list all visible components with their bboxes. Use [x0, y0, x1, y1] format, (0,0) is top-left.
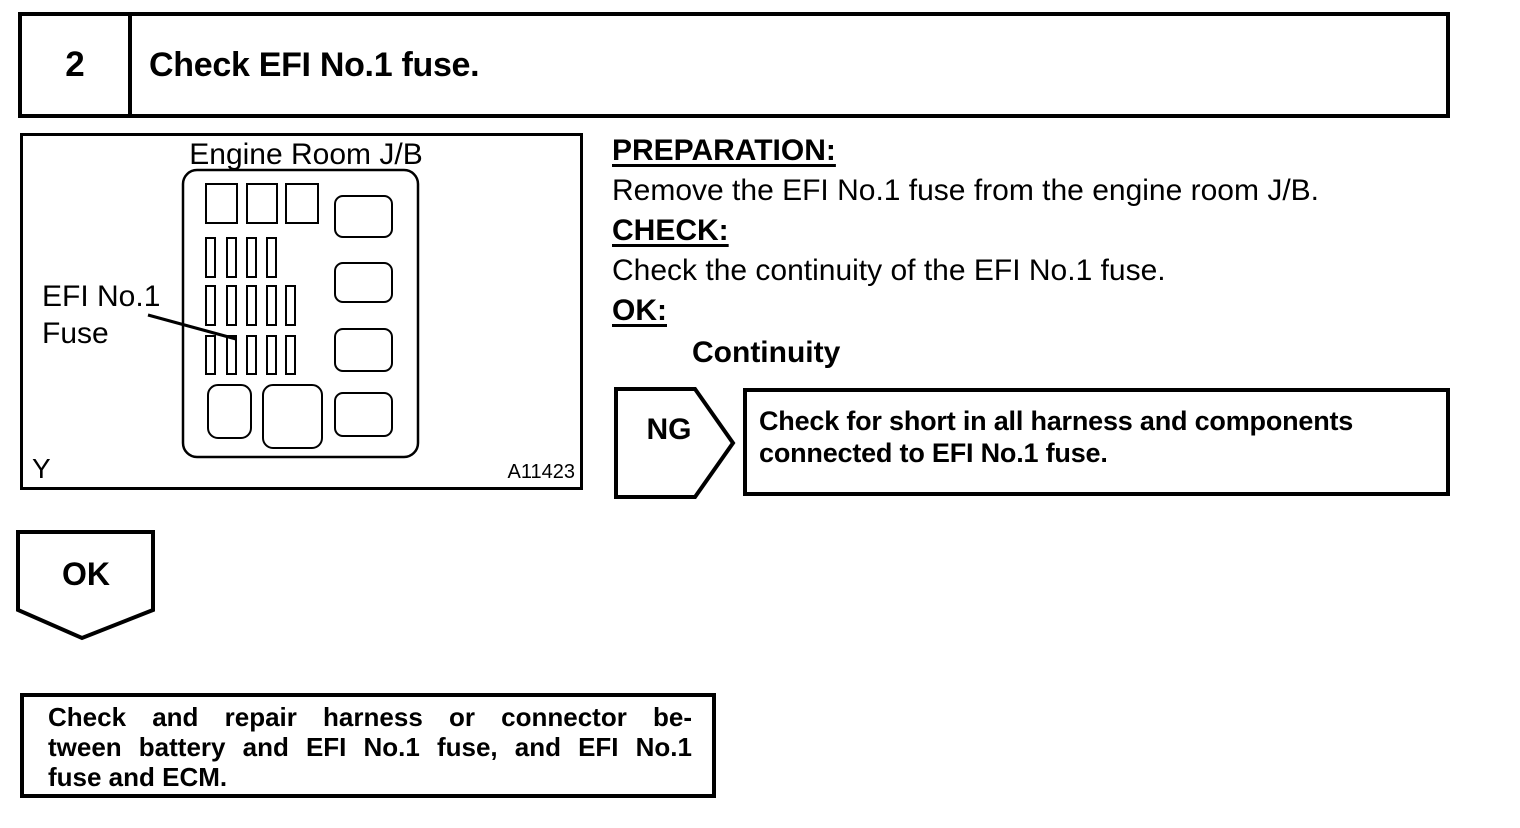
- fuse-slot-row-3: [205, 335, 296, 375]
- fuse-callout-label: EFI No.1 Fuse: [42, 278, 160, 352]
- ng-arrow-shape: [614, 387, 736, 499]
- result-line1: Check and repair harness or connector be…: [48, 702, 692, 732]
- instruction-block: PREPARATION: Remove the EFI No.1 fuse fr…: [612, 134, 1319, 376]
- ng-action-box: Check for short in all harness and compo…: [743, 388, 1450, 496]
- bottom-relay-blocks: [207, 384, 323, 449]
- step-header: 2 Check EFI No.1 fuse.: [18, 12, 1450, 118]
- step-number: 2: [22, 16, 132, 114]
- check-heading: CHECK:: [612, 214, 729, 247]
- callout-leader-line: [147, 313, 237, 341]
- ng-action-line2: connected to EFI No.1 fuse.: [759, 438, 1108, 468]
- fuse-slot-row-2: [205, 285, 296, 326]
- result-box: Check and repair harness or connector be…: [20, 693, 716, 798]
- ok-spec-value: Continuity: [692, 336, 841, 369]
- figure-title: Engine Room J/B: [189, 138, 423, 171]
- ng-label: NG: [647, 413, 692, 446]
- preparation-text: Remove the EFI No.1 fuse from the engine…: [612, 174, 1319, 207]
- junction-block-outline: [181, 168, 420, 459]
- relay-squares-row: [205, 183, 319, 224]
- result-line2: tween battery and EFI No.1 fuse, and EFI…: [48, 732, 692, 762]
- ok-heading: OK:: [612, 294, 667, 327]
- ng-arrow: NG: [614, 387, 736, 499]
- fuse-callout-line2: Fuse: [42, 317, 109, 350]
- figure-marker-y: Y: [32, 453, 51, 484]
- ok-arrow: OK: [16, 530, 155, 641]
- relay-blocks-column: [334, 195, 393, 437]
- figure-code: A11423: [507, 461, 575, 483]
- ok-arrow-shape: [16, 530, 155, 641]
- result-line3: fuse and ECM.: [48, 762, 228, 792]
- figure-panel: Engine Room J/B EFI No.1 Fuse Y A11423: [20, 133, 583, 490]
- step-title: Check EFI No.1 fuse.: [149, 45, 480, 84]
- fuse-slot-row-1: [205, 237, 277, 278]
- ok-label: OK: [62, 556, 110, 592]
- ng-action-line1: Check for short in all harness and compo…: [759, 406, 1354, 436]
- fuse-callout-line1: EFI No.1: [42, 280, 161, 313]
- preparation-heading: PREPARATION:: [612, 134, 836, 167]
- fuse-box-diagram: [147, 168, 420, 459]
- check-text: Check the continuity of the EFI No.1 fus…: [612, 254, 1166, 287]
